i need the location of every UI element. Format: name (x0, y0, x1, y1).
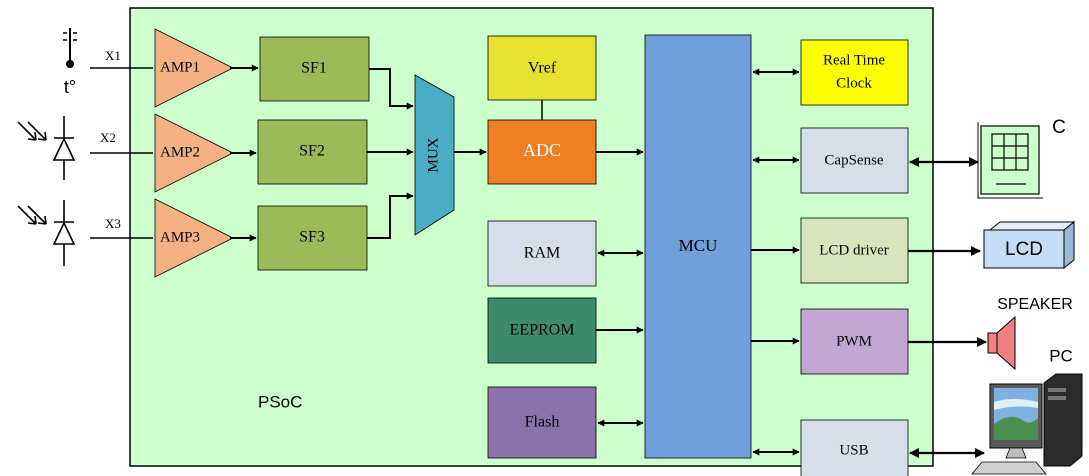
x2-label: X2 (100, 130, 116, 145)
svg-text:SF2: SF2 (299, 143, 325, 160)
x1-label: X1 (105, 48, 121, 63)
rtc-block: Real Time Clock (800, 39, 909, 106)
svg-text:Clock: Clock (836, 75, 872, 91)
touchpad-label: C (1052, 117, 1066, 138)
touchpad-icon (977, 122, 1043, 199)
sf3-to-mux-arrow (367, 192, 414, 239)
svg-text:CapSense: CapSense (824, 152, 884, 168)
sf1-block: SF1 (259, 36, 370, 102)
svg-text:SF3: SF3 (299, 229, 325, 246)
svg-text:Vref: Vref (528, 60, 557, 77)
svg-text:RAM: RAM (524, 245, 560, 262)
svg-text:AMP3: AMP3 (160, 229, 200, 245)
speaker-label: SPEAKER (997, 296, 1073, 313)
amp1-block: AMP1 (154, 28, 234, 108)
vref-block: Vref (487, 35, 597, 101)
flash-block: Flash (487, 386, 597, 459)
usb-block: USB (800, 419, 909, 476)
svg-text:MUX: MUX (425, 137, 441, 172)
eeprom-block: EEPROM (487, 297, 597, 364)
amp2-block: AMP2 (154, 113, 234, 193)
adc-block: ADC (487, 119, 597, 185)
sf2-block: SF2 (257, 119, 368, 185)
svg-text:Flash: Flash (525, 414, 560, 431)
ram-block: RAM (487, 220, 597, 287)
mux-block: MUX (414, 74, 455, 236)
temperature-sensor-label: t° (64, 77, 76, 97)
capsense-block: CapSense (800, 127, 909, 194)
svg-text:AMP1: AMP1 (160, 59, 200, 75)
psoc-label: PSoC (258, 392, 302, 411)
svg-text:LCD: LCD (1005, 239, 1043, 260)
svg-text:EEPROM: EEPROM (510, 322, 575, 339)
svg-text:MCU: MCU (679, 236, 718, 255)
svg-text:PWM: PWM (836, 333, 872, 349)
lcd-driver-block: LCD driver (800, 217, 909, 284)
pc-icon (971, 373, 1083, 475)
svg-text:Real Time: Real Time (823, 52, 885, 68)
pc-label: PC (1049, 346, 1073, 365)
x3-label: X3 (105, 216, 121, 231)
speaker-icon (987, 315, 1016, 371)
mcu-block: MCU (644, 34, 752, 459)
svg-text:SF1: SF1 (301, 60, 327, 77)
svg-text:AMP2: AMP2 (160, 144, 200, 160)
thermometer-icon (63, 28, 77, 68)
photodiode-icon (17, 200, 76, 266)
svg-text:LCD driver: LCD driver (819, 242, 889, 258)
sf3-block: SF3 (257, 205, 368, 271)
sf1-to-mux-arrow (369, 68, 414, 110)
amp3-block: AMP3 (154, 198, 234, 278)
lcd-display-icon: LCD (983, 220, 1076, 270)
photodiode-icon (17, 116, 76, 180)
pwm-block: PWM (800, 308, 909, 375)
svg-text:ADC: ADC (523, 140, 561, 160)
svg-text:USB: USB (839, 442, 868, 458)
